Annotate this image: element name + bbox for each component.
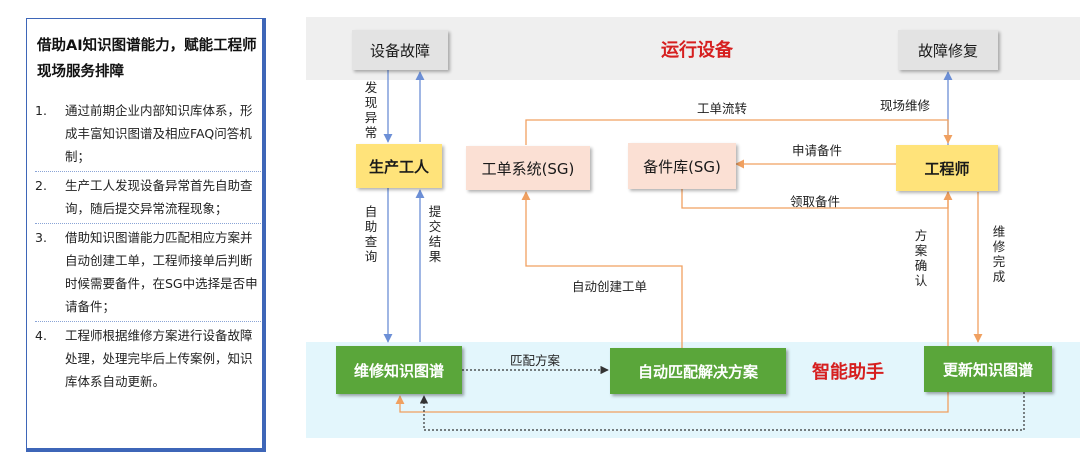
list-item: 1.通过前期企业内部知识库体系，形成丰富知识图谱及相应FAQ问答机制； <box>35 97 261 172</box>
description-panel: 借助AI知识图谱能力，赋能工程师现场服务排障 1.通过前期企业内部知识库体系，形… <box>26 18 266 452</box>
step-list: 1.通过前期企业内部知识库体系，形成丰富知识图谱及相应FAQ问答机制； 2.生产… <box>35 97 261 396</box>
edge-auto-create-ticket <box>521 191 683 348</box>
repair-kg-node: 维修知识图谱 <box>336 346 462 394</box>
zone-label-smart-assistant: 智能助手 <box>812 362 884 383</box>
label-request-parts: 申请备件 <box>792 143 843 158</box>
label-find-abnormal: 发现异常 <box>364 80 378 140</box>
engineer-node: 工程师 <box>896 145 998 191</box>
fault-repair-node: 故障修复 <box>898 30 998 70</box>
label-plan-confirm: 方案确认 <box>914 228 928 288</box>
label-match-plan: 匹配方案 <box>510 353 561 368</box>
update-kg-node: 更新知识图谱 <box>924 346 1052 392</box>
zone-label-running-equipment: 运行设备 <box>661 40 733 61</box>
list-item: 4.工程师根据维修方案进行设备故障处理，处理完毕后上传案例，知识库体系自动更新。 <box>35 328 253 389</box>
label-auto-create-ticket: 自动创建工单 <box>572 279 648 294</box>
label-self-query: 自助查询 <box>364 204 378 264</box>
edge-ticket-transfer <box>525 119 953 145</box>
edge-plan-confirm <box>395 192 949 413</box>
parts-store-node: 备件库(SG) <box>628 143 736 189</box>
auto-match-node: 自动匹配解决方案 <box>610 348 786 394</box>
label-receive-parts: 领取备件 <box>790 194 841 209</box>
device-fault-node: 设备故障 <box>352 30 448 70</box>
edge-update-loop <box>419 392 1025 431</box>
ticket-system-node: 工单系统(SG) <box>466 146 590 190</box>
worker-node: 生产工人 <box>356 144 442 188</box>
label-onsite-repair: 现场维修 <box>880 98 931 113</box>
list-item: 2.生产工人发现设备异常首先自助查询，随后提交异常流程现象； <box>35 172 261 224</box>
list-item: 3.借助知识图谱能力匹配相应方案并自动创建工单，工程师接单后判断时候需要备件，在… <box>35 224 261 322</box>
label-repair-done: 维修完成 <box>992 224 1006 284</box>
label-ticket-transfer: 工单流转 <box>697 101 748 116</box>
panel-title: 借助AI知识图谱能力，赋能工程师现场服务排障 <box>37 38 257 80</box>
label-submit-result: 提交结果 <box>428 204 442 264</box>
